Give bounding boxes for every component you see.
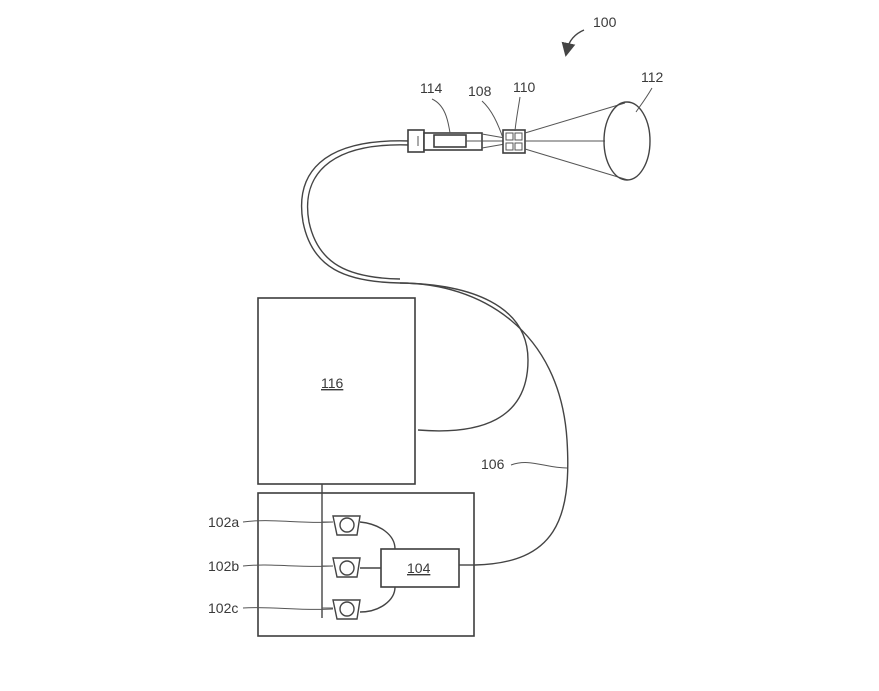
- probe-assembly: [408, 130, 525, 153]
- cable-loop-upper-inner: [308, 145, 410, 279]
- arrow-100: [567, 30, 584, 50]
- label-108: 108: [468, 83, 492, 99]
- label-102c: 102c: [208, 600, 238, 616]
- label-106: 106: [481, 456, 505, 472]
- leader-106: [511, 463, 567, 468]
- controller-box-116: [258, 298, 415, 484]
- leader-110: [515, 97, 520, 131]
- label-110: 110: [513, 79, 536, 95]
- optic-element-112: [604, 102, 650, 180]
- leader-112: [636, 88, 652, 112]
- leader-108: [482, 101, 503, 138]
- label-102a: 102a: [208, 514, 239, 530]
- label-104: 104: [407, 560, 431, 576]
- beam-cone: [525, 102, 650, 180]
- label-116: 116: [321, 375, 344, 391]
- label-114: 114: [420, 80, 443, 96]
- label-100: 100: [593, 14, 617, 30]
- leader-114: [432, 99, 450, 133]
- label-112: 112: [641, 69, 664, 85]
- label-102b: 102b: [208, 558, 239, 574]
